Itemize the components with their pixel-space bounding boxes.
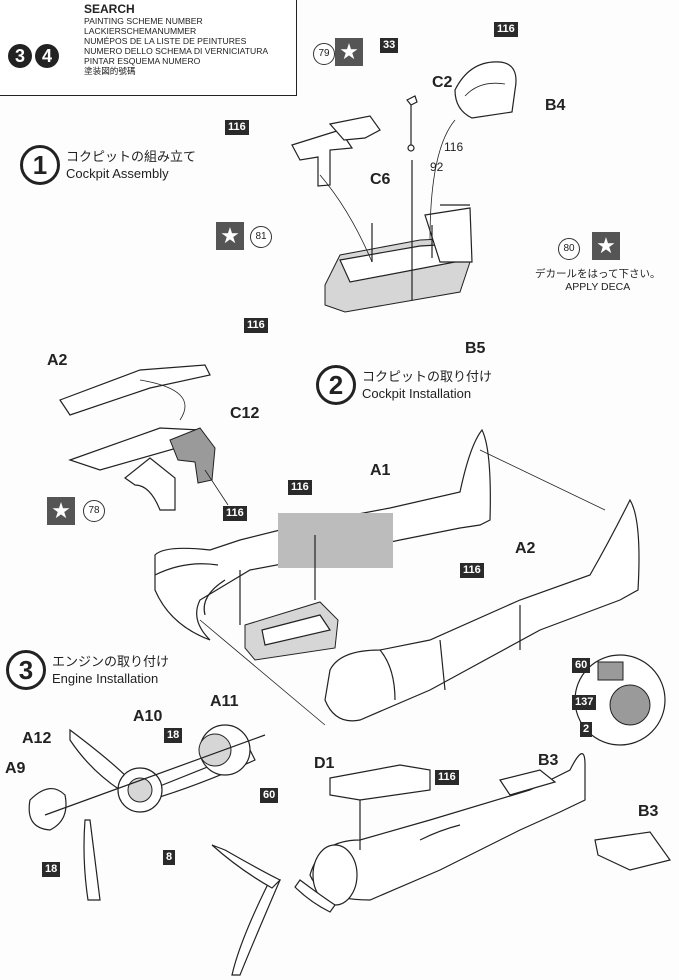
scheme-label: NUMÉPOS DE LA LISTE DE PEINTURES — [84, 36, 247, 46]
apply-decal-en: APPLY DECA — [565, 281, 631, 293]
search-label: SEARCH — [84, 2, 135, 16]
color-box-116: 116 — [288, 480, 312, 495]
part-label-a11: A11 — [210, 693, 239, 710]
color-box-18: 18 — [42, 862, 61, 877]
part-label-d1: D1 — [314, 755, 335, 772]
color-box-60: 60 — [260, 788, 279, 803]
step-2-heading: 2 コクピットの取り付け Cockpit Installation — [316, 365, 492, 405]
decal-number-78: 78 — [83, 500, 105, 522]
step-title-jp: コクピットの組み立て — [66, 149, 197, 164]
color-box-2: 2 — [580, 722, 593, 737]
decal-number-81: 81 — [250, 226, 272, 248]
part-label-a12: A12 — [22, 730, 52, 747]
part-label-c6: C6 — [370, 171, 391, 188]
part-label-b3: B3 — [638, 803, 659, 820]
part-label-a10: A10 — [133, 708, 163, 725]
color-box-116: 116 — [225, 120, 249, 135]
part-label-c12: C12 — [230, 405, 260, 422]
step-number: 3 — [6, 650, 46, 690]
painting-scheme-header: SEARCH PAINTING SCHEME NUMBER LACKIERSCH… — [0, 0, 297, 96]
decal-star-icon: ★ — [47, 497, 75, 525]
decal-star-icon: ★ — [335, 38, 363, 66]
color-box-116: 116 — [435, 770, 459, 785]
part-label-a2: A2 — [515, 540, 536, 557]
decal-number-79: 79 — [313, 43, 335, 65]
part-label-a9: A9 — [5, 760, 26, 777]
part-label-b5: B5 — [465, 340, 486, 357]
scheme-label: PINTAR ESQUEMA NUMERO — [84, 56, 201, 66]
decal-star-icon: ★ — [592, 232, 620, 260]
color-box-116: 116 — [223, 506, 247, 521]
part-label-a1: A1 — [370, 462, 391, 479]
step-number: 2 — [316, 365, 356, 405]
scheme-label: LACKIERSCHEMANUMMER — [84, 26, 197, 36]
color-box-18: 18 — [164, 728, 183, 743]
color-box-60: 60 — [572, 658, 591, 673]
step-3-heading: 3 エンジンの取り付け Engine Installation — [6, 650, 169, 690]
decal-number-80: 80 — [558, 238, 580, 260]
scheme-label: PAINTING SCHEME NUMBER — [84, 16, 203, 26]
part-label-b4: B4 — [545, 97, 566, 114]
scheme-label: 塗装図的號碼 — [84, 66, 136, 76]
scheme-label: NUMERO DELLO SCHEMA DI VERNICIATURA — [84, 46, 269, 56]
step-title-en: Engine Installation — [52, 671, 159, 686]
color-box-137: 137 — [572, 695, 597, 710]
scheme-label-list: PAINTING SCHEME NUMBER LACKIERSCHEMANUMM… — [84, 16, 268, 76]
color-box-116: 116 — [460, 563, 484, 578]
step-title-en: Cockpit Installation — [362, 386, 472, 401]
part-label-c2: C2 — [432, 74, 453, 91]
color-box-116: 116 — [494, 22, 518, 37]
scheme-number-3: 3 — [8, 44, 32, 68]
part-label-a2: A2 — [47, 352, 68, 369]
decal-star-icon: ★ — [216, 222, 244, 250]
step-title-jp: エンジンの取り付け — [52, 654, 170, 669]
part-label-b3: B3 — [538, 752, 559, 769]
color-box-33: 33 — [380, 38, 399, 53]
step-title-jp: コクピットの取り付け — [362, 369, 493, 384]
step-title-en: Cockpit Assembly — [66, 166, 169, 181]
color-box-8: 8 — [163, 850, 176, 865]
color-callout-116: 116 — [444, 140, 464, 154]
part-number-92: 92 — [430, 160, 444, 174]
apply-decal-note: デカールをはって下さい。 APPLY DECA — [535, 268, 660, 294]
step-number: 1 — [20, 145, 60, 185]
step-1-heading: 1 コクピットの組み立て Cockpit Assembly — [20, 145, 196, 185]
apply-decal-jp: デカールをはって下さい。 — [535, 268, 661, 280]
scheme-number-4: 4 — [35, 44, 59, 68]
color-box-116: 116 — [244, 318, 268, 333]
